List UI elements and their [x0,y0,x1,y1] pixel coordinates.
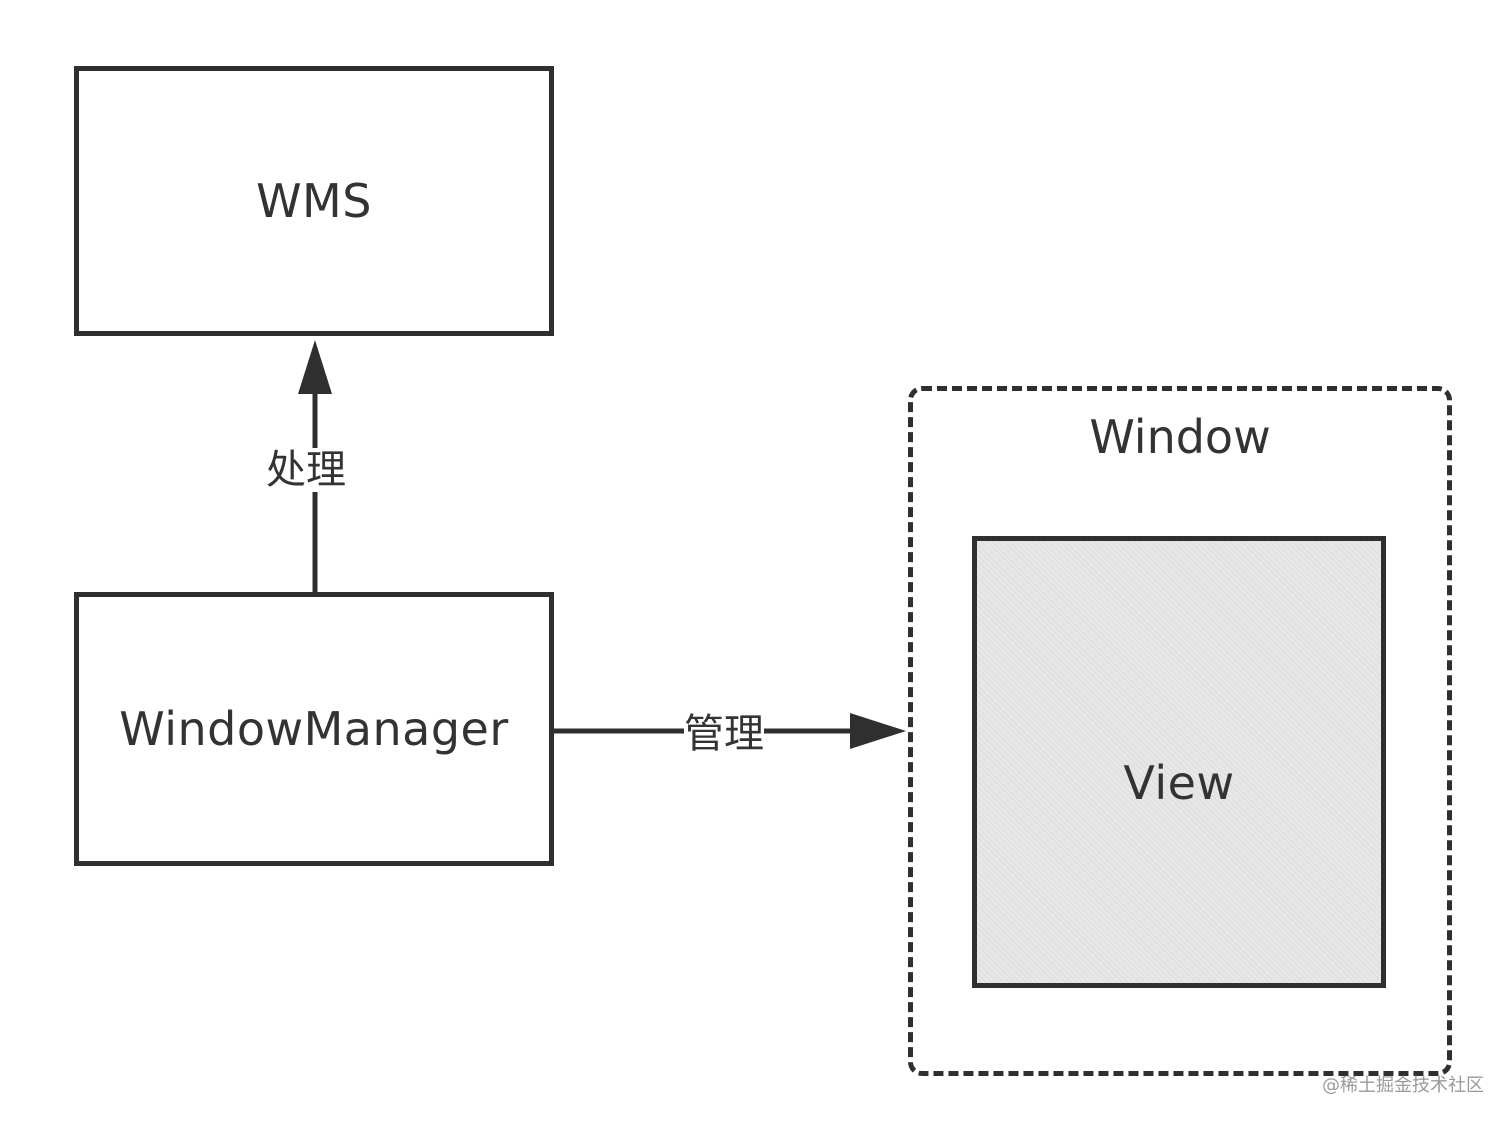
watermark: @稀土掘金技术社区 [1322,1075,1484,1096]
view-node: View [972,536,1386,988]
wms-node: WMS [74,66,554,336]
window-manager-label: WindowManager [119,702,509,756]
process-edge-label: 处理 [266,447,346,493]
manage-arrowhead-icon [850,713,906,749]
window-manager-node: WindowManager [74,592,554,866]
view-label: View [1123,756,1235,810]
window-label: Window [1089,410,1271,464]
process-arrowhead-icon [298,340,332,394]
wms-label: WMS [256,174,372,228]
manage-edge-label: 管理 [684,711,764,757]
